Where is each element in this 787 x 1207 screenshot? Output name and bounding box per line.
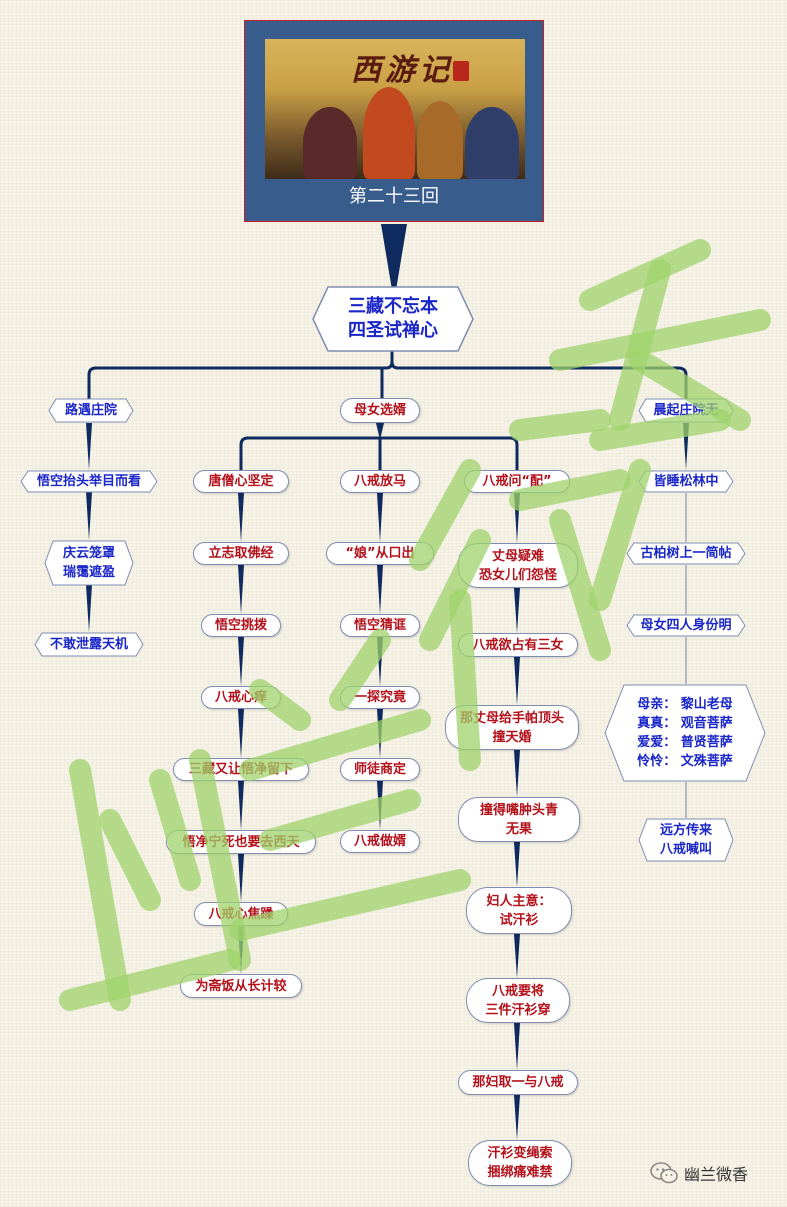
right-branch-title: 晨起庄院无 — [638, 398, 734, 423]
title-box: 西游记 第二十三回 — [244, 20, 544, 222]
left-branch-shape — [48, 398, 134, 423]
root-left-link — [87, 350, 394, 400]
sub2-connector-1 — [377, 493, 383, 542]
right-item-2: 古柏树上一简帖 — [626, 542, 746, 565]
center-sub3-link — [378, 436, 519, 472]
root-hexagon-shape — [312, 286, 474, 352]
episode-label: 第二十三回 — [349, 186, 439, 207]
sub1-connector-3 — [238, 637, 244, 686]
sub2-connector-2 — [377, 565, 383, 614]
right-item-1: 皆睡松林中 — [638, 470, 734, 493]
sub2-item-5: 八戒做婿 — [340, 830, 420, 853]
center-branch-title: 母女选婿 — [340, 398, 420, 423]
right-item-5: 远方传来 八戒喊叫 — [638, 818, 734, 862]
sub2-item-2: 悟空猜诓 — [340, 614, 420, 637]
sub3-connector-1 — [514, 493, 520, 543]
sub1-connector-4 — [238, 709, 244, 758]
sub3-item-5: 妇人主意： 试汗衫 — [466, 887, 572, 934]
left-connector-1 — [86, 423, 92, 470]
sub3-title: 八戒问“配” — [464, 470, 570, 493]
sub2-item-4: 师徒商定 — [340, 758, 420, 781]
sub1-item-3: 八戒心痒 — [201, 686, 281, 709]
left-item-2: 庆云笼罩 瑞霭遮盈 — [44, 540, 134, 586]
figure-monkey — [417, 101, 463, 179]
root-line-1: 三藏不忘本 — [348, 296, 438, 317]
sub3-item-3: 那丈母给手帕顶头 撞天婚 — [445, 705, 579, 750]
sub1-connector-5 — [238, 781, 244, 830]
sub3-item-4: 撞得嘴肿头青 无果 — [458, 797, 580, 842]
sub3-item-1: 丈母疑难 恐女儿们怨怪 — [458, 543, 578, 588]
sub1-item-1: 立志取佛经 — [193, 542, 289, 565]
sub1-connector-7 — [238, 926, 244, 974]
sub3-item-6: 八戒要将 三件汗衫穿 — [466, 978, 570, 1023]
left-item-1: 悟空抬头举目而看 — [20, 470, 158, 493]
right-item-3-shape — [626, 614, 746, 637]
sub1-connector-1 — [238, 493, 244, 542]
sub1-title: 唐僧心坚定 — [193, 470, 289, 493]
left-item-3: 不敢泄露天机 — [34, 632, 144, 657]
sub2-connector-3 — [377, 637, 383, 686]
figure-monk — [363, 87, 415, 179]
sub3-connector-4 — [514, 750, 520, 797]
left-connector-3 — [86, 585, 92, 632]
root-right-link — [390, 360, 688, 400]
sub3-connector-6 — [514, 934, 520, 978]
figure-pig — [303, 107, 357, 179]
sub1-item-4: 三藏又让悟净留下 — [173, 758, 309, 781]
right-item-5-shape — [638, 818, 734, 862]
sub3-item-2: 八戒欲占有三女 — [458, 633, 578, 657]
brand-text: 幽兰微香 — [684, 1165, 749, 1184]
seal-icon — [453, 61, 469, 81]
left-item-2-shape — [44, 540, 134, 586]
sub1-item-7: 为斋饭从长计较 — [180, 974, 302, 998]
sub1-item-6: 八戒心焦躁 — [194, 902, 288, 926]
sub3-connector-5 — [514, 842, 520, 887]
sub1-connector-2 — [238, 565, 244, 614]
sub3-item-8: 汗衫变绳索 捆绑痛难禁 — [468, 1140, 572, 1186]
sub2-item-3: 一探究竟 — [340, 686, 420, 709]
sub2-connector-5 — [377, 781, 383, 830]
right-item-4: 母亲： 黎山老母 真真： 观音菩萨 爱爱： 普贤菩萨 怜怜： 文殊菩萨 — [604, 684, 766, 782]
sub3-connector-8 — [514, 1095, 520, 1140]
sub1-item-5: 悟净宁死也要去西天 — [166, 830, 316, 854]
sub1-connector-6 — [238, 854, 244, 902]
sub2-connector-4 — [377, 709, 383, 758]
title-connector — [381, 224, 407, 290]
sub3-item-7: 那妇取一与八戒 — [458, 1070, 578, 1095]
left-item-1-shape — [20, 470, 158, 493]
poster-title: 西游记 — [351, 53, 453, 88]
root-node: 三藏不忘本四圣试禅心 — [312, 286, 474, 352]
left-connector-2 — [86, 492, 92, 540]
brand-label: 幽兰微香 — [650, 1160, 748, 1186]
sub2-item-1: “娘”从口出 — [326, 542, 434, 565]
left-item-3-shape — [34, 632, 144, 657]
sub3-connector-3 — [514, 657, 520, 705]
sub1-item-2: 悟空挑拨 — [201, 614, 281, 637]
left-branch-title: 路遇庄院 — [48, 398, 134, 423]
sub3-connector-2 — [514, 588, 520, 633]
right-connector-1 — [683, 423, 689, 470]
center-sub1-link — [239, 436, 382, 472]
root-line-2: 四圣试禅心 — [348, 320, 438, 341]
wechat-icon — [650, 1162, 678, 1184]
figure-sha — [465, 107, 519, 179]
right-item-3: 母女四人身份明 — [626, 614, 746, 637]
sub2-title: 八戒放马 — [340, 470, 420, 493]
poster-image: 西游记 — [265, 39, 525, 179]
right-item-4-shape — [604, 684, 766, 782]
sub3-connector-7 — [514, 1023, 520, 1070]
center-connector — [376, 423, 384, 440]
